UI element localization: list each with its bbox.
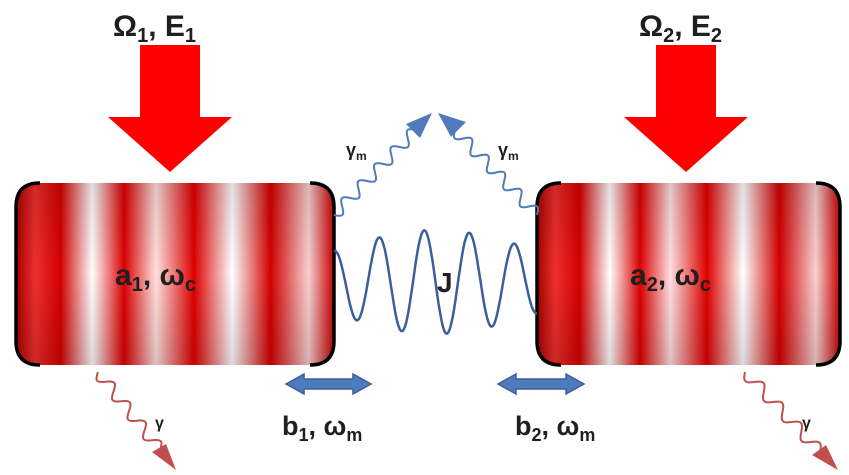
mirror-right-outer: [815, 181, 842, 367]
mirror-left-inner: [309, 181, 336, 367]
optical-loss-left: [95, 371, 176, 470]
mech-label-left: b1, ωm: [282, 411, 362, 445]
drive-arrow-right: [624, 45, 748, 172]
mech-double-arrow-right: [496, 372, 586, 396]
mech-double-arrow-left: [284, 372, 373, 396]
cavity-label-left: a1, ωc: [115, 259, 196, 296]
drive-arrow-left: [108, 45, 232, 172]
coupling-wave: [334, 228, 537, 336]
optical-loss-right: [743, 371, 838, 470]
cavity-label-right: a2, ωc: [630, 259, 711, 296]
mech-loss-left: [333, 113, 432, 217]
drive-label-right: Ω2, E2: [639, 10, 722, 47]
drive-label-left: Ω1, E1: [113, 10, 196, 47]
mech-loss-right: [438, 113, 539, 216]
cavity-right: [535, 181, 842, 367]
mech-label-right: b2, ωm: [515, 411, 595, 445]
coupling-label: J: [437, 267, 453, 298]
cavity-left: [14, 181, 336, 367]
gamma-m-label-left: γm: [346, 140, 367, 163]
gamma-label-left: γ: [155, 415, 164, 432]
mirror-right-inner: [535, 181, 562, 367]
gamma-m-label-right: γm: [498, 140, 519, 163]
mirror-left-outer: [14, 181, 41, 367]
gamma-label-right: γ: [802, 415, 811, 432]
